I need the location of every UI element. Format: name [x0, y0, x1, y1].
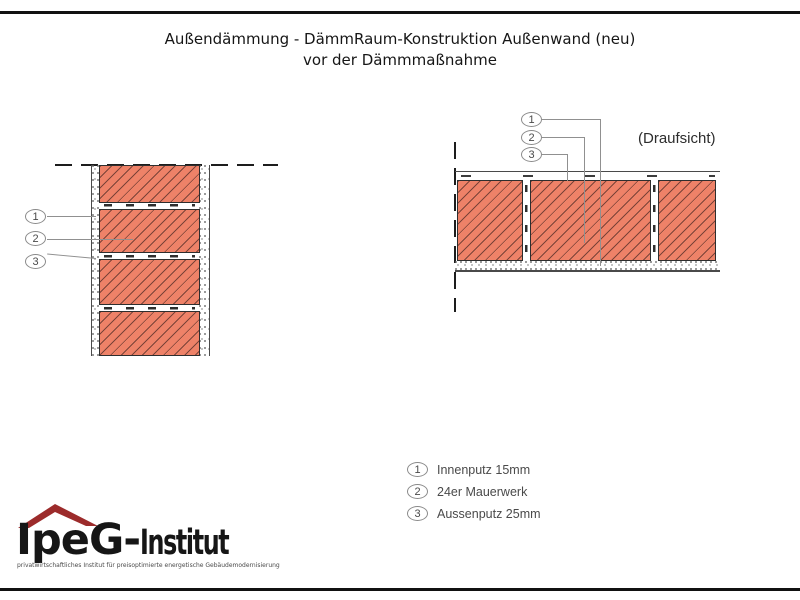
section-innenputz-layer	[92, 165, 99, 356]
section-aussenputz-layer	[199, 165, 209, 356]
callout-number: 1	[414, 464, 421, 476]
legend: 1 Innenputz 15mm 2 24er Mauerwerk 3 Auss…	[407, 462, 541, 528]
callout-number: 2	[414, 486, 421, 498]
leader-line-innenputz	[47, 216, 96, 217]
brick	[457, 180, 523, 261]
top-border-line	[0, 11, 800, 14]
legend-callout-3: 3	[407, 506, 428, 521]
section-callout-2: 2	[25, 231, 46, 246]
logo-brand-sub: Institut	[140, 523, 230, 563]
plan-callout-2: 2	[521, 130, 542, 145]
legend-label: Aussenputz 25mm	[437, 506, 541, 521]
legend-callout-1: 1	[407, 462, 428, 477]
brick	[530, 180, 651, 261]
brick	[99, 311, 200, 356]
plan-callout-1: 1	[521, 112, 542, 127]
section-callout-3: 3	[25, 254, 46, 269]
brick	[99, 259, 200, 305]
plan-cut-dashed-line	[454, 142, 456, 312]
leader-line-aussenputz	[542, 154, 567, 155]
mortar-joint	[100, 304, 199, 311]
brick	[99, 208, 200, 253]
leader-line-mauerwerk	[584, 137, 585, 243]
brick	[658, 180, 716, 261]
leader-line-innenputz	[542, 119, 600, 120]
section-callout-1: 1	[25, 209, 46, 224]
mortar-joint	[100, 252, 199, 259]
leader-line-mauerwerk	[542, 137, 584, 138]
callout-number: 1	[32, 211, 39, 223]
callout-number: 3	[528, 149, 535, 161]
mortar-joint	[523, 181, 530, 260]
callout-number: 3	[32, 256, 39, 268]
plan-innenputz-layer	[455, 261, 720, 272]
mortar-joint	[651, 181, 658, 260]
drawing-title: Außendämmung - DämmRaum-Konstruktion Auß…	[0, 29, 800, 71]
legend-label: 24er Mauerwerk	[437, 484, 528, 499]
legend-item-aussenputz: 3 Aussenputz 25mm	[407, 506, 541, 521]
leader-line-aussenputz	[567, 154, 568, 181]
mortar-joint	[100, 202, 199, 209]
logo-brand-main: IpeG-	[16, 515, 141, 565]
brick	[99, 165, 200, 203]
legend-callout-2: 2	[407, 484, 428, 499]
bottom-border-line	[0, 588, 800, 591]
roof-icon	[18, 504, 98, 528]
callout-number: 2	[528, 132, 535, 144]
title-line-1: Außendämmung - DämmRaum-Konstruktion Auß…	[164, 30, 636, 48]
leader-line-innenputz	[600, 119, 601, 266]
legend-item-innenputz: 1 Innenputz 15mm	[407, 462, 541, 477]
section-cut-dashed-line	[55, 163, 278, 166]
section-view-wall	[91, 165, 210, 356]
plan-view-wall	[455, 171, 720, 272]
logo-brand: IpeG-Institut	[16, 515, 270, 565]
leader-line-mauerwerk	[47, 239, 133, 240]
legend-item-mauerwerk: 2 24er Mauerwerk	[407, 484, 541, 499]
plan-view-label: (Draufsicht)	[638, 130, 716, 147]
plan-callout-3: 3	[521, 147, 542, 162]
legend-label: Innenputz 15mm	[437, 462, 531, 477]
callout-number: 3	[414, 508, 421, 520]
leader-line-aussenputz	[47, 253, 97, 259]
title-line-2: vor der Dämmmaßnahme	[303, 51, 497, 69]
callout-number: 2	[32, 233, 39, 245]
plan-aussenputz-layer	[455, 172, 720, 180]
callout-number: 1	[528, 114, 535, 126]
logo-tagline: privatwirtschaftliches Institut für prei…	[17, 562, 280, 569]
